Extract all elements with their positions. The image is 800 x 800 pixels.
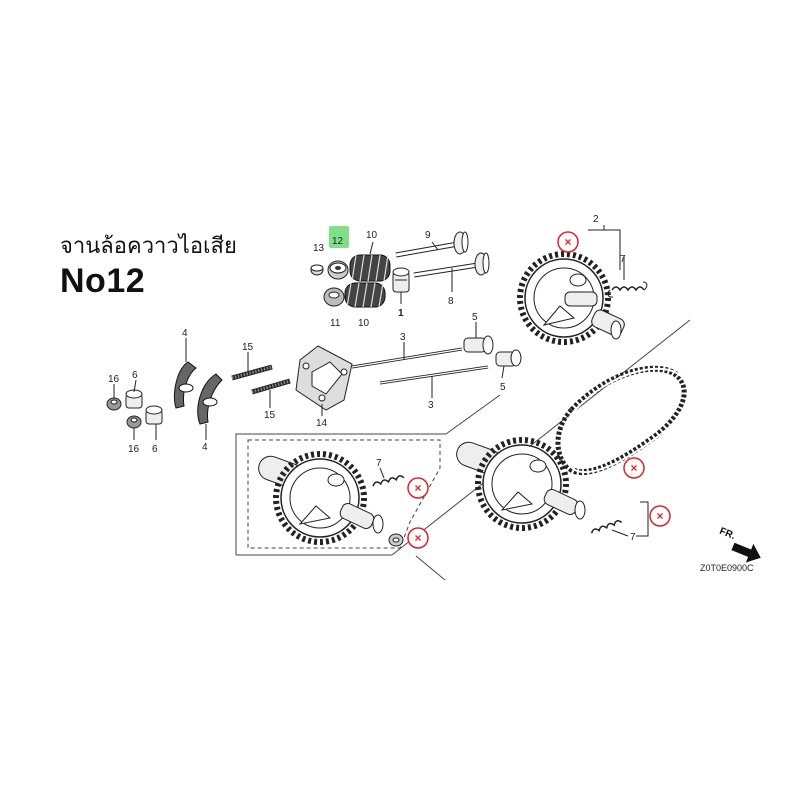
part-5-lifter-upper — [463, 335, 494, 355]
diagram-code: Z0T0E0900C — [700, 563, 754, 573]
callout-1: 1 — [398, 308, 404, 319]
part-6-adjuster-upper — [125, 389, 143, 409]
part-6-adjuster-lower — [145, 405, 163, 425]
part-16-nut-upper — [106, 397, 122, 411]
callout-15-lower: 15 — [264, 410, 276, 421]
part-16-nut-lower — [126, 415, 142, 429]
part-5-lifter-lower — [495, 349, 522, 367]
highlight-callout-12 — [329, 226, 349, 248]
camshaft-lower-right — [456, 437, 586, 531]
part-15-stud-lower — [251, 378, 291, 395]
part-1-stem-seal — [392, 267, 410, 293]
svg-text:×: × — [630, 461, 637, 475]
inset-box-dashed — [247, 439, 441, 549]
callout-7-inset: 7 — [376, 458, 382, 469]
callout-11: 11 — [330, 318, 341, 329]
exclude-marker-cam-upper: × — [557, 231, 579, 253]
svg-text:×: × — [564, 235, 571, 249]
exclude-marker-inset-washer: × — [407, 527, 429, 549]
callout-16-upper: 16 — [108, 374, 120, 385]
callout-7-upper: 7 — [620, 254, 626, 265]
part-15-stud-upper — [231, 364, 273, 381]
part-10-valve-spring-upper — [349, 254, 391, 282]
callout-9: 9 — [425, 230, 431, 241]
callout-14: 14 — [316, 418, 328, 429]
exclude-marker-inset-gear: × — [407, 477, 429, 499]
callout-15-upper: 15 — [242, 342, 254, 353]
exclude-marker-cam-lower: × — [649, 505, 671, 527]
part-7-spring-inset — [372, 475, 405, 487]
part-11-washer — [323, 287, 345, 307]
front-direction-arrow-icon: FR. — [718, 526, 761, 563]
svg-text:×: × — [414, 481, 421, 495]
callout-4-lower: 4 — [202, 442, 208, 453]
timing-belt — [555, 365, 689, 476]
svg-text:FR.: FR. — [718, 526, 737, 542]
callout-5-lower: 5 — [500, 382, 506, 393]
part-name-thai: จานล้อควาวไอเสีย — [60, 234, 237, 259]
part-13-cotter — [310, 264, 324, 276]
part-8-valve-exhaust — [413, 252, 490, 278]
part-2-camshaft-upper — [517, 251, 625, 345]
svg-text:×: × — [656, 509, 663, 523]
callout-6-upper: 6 — [132, 370, 138, 381]
svg-text:×: × — [414, 531, 421, 545]
part-3-push-rod-lower — [379, 365, 489, 385]
part-12-valve-retainer — [327, 260, 349, 280]
callout-2: 2 — [593, 214, 599, 225]
callout-8: 8 — [448, 296, 454, 307]
part-7-spring-lower — [590, 520, 623, 534]
part-3-push-rod-upper — [351, 347, 463, 369]
callout-16-lower: 16 — [128, 444, 140, 455]
part-10-valve-spring-lower — [344, 282, 386, 308]
callout-7-lower: 7 — [630, 532, 636, 543]
callout-3-upper: 3 — [400, 332, 406, 343]
callout-4-upper: 4 — [182, 328, 188, 339]
part-4-rocker-arm-upper — [174, 361, 197, 409]
part-4-rocker-arm-lower — [197, 373, 223, 425]
part-9-valve-intake — [395, 231, 469, 258]
callout-13: 13 — [313, 243, 325, 254]
callout-12: 12 — [332, 236, 344, 247]
callout-3-lower: 3 — [428, 400, 434, 411]
part-number-label: No12 — [60, 262, 146, 300]
inset-washer — [388, 533, 404, 547]
part-14-guide-plate — [295, 345, 353, 411]
camshaft-inset-left — [258, 451, 384, 545]
inset-frame-outer — [235, 433, 446, 555]
callout-6-lower: 6 — [152, 444, 158, 455]
part-7-spring-upper — [607, 281, 648, 298]
exclude-marker-belt: × — [623, 457, 645, 479]
callout-10-lower: 10 — [358, 318, 370, 329]
callout-10-upper: 10 — [366, 230, 378, 241]
callout-5-upper: 5 — [472, 312, 478, 323]
